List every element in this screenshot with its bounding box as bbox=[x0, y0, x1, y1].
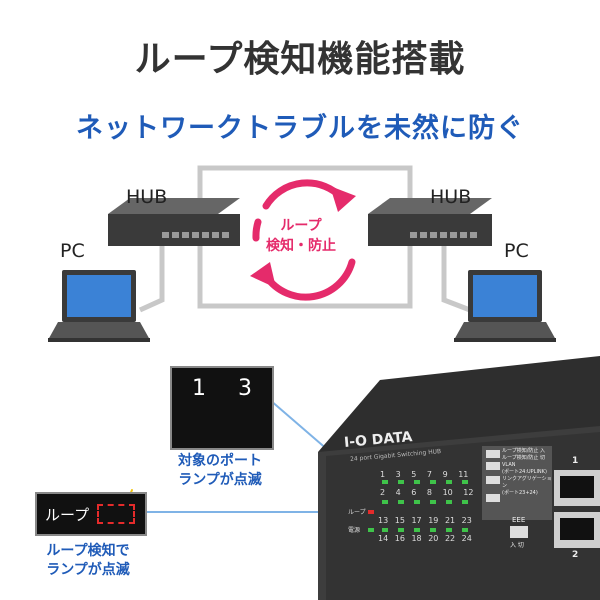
led-number: 19 bbox=[428, 516, 439, 525]
led-number: 23 bbox=[461, 516, 472, 525]
cable-loop bbox=[138, 165, 471, 313]
hub-left-label: HUB bbox=[126, 186, 168, 208]
led-number: 11 bbox=[458, 470, 469, 479]
led-number: 8 bbox=[426, 488, 433, 497]
switch-label: リンクアグリゲーション bbox=[502, 476, 552, 489]
page-subtitle: ネットワークトラブルを未然に防ぐ bbox=[76, 113, 524, 144]
hub-right-label: HUB bbox=[430, 186, 472, 208]
pc-right-icon bbox=[454, 270, 556, 342]
port-caption-line2: ランプが点滅 bbox=[178, 472, 262, 488]
power-led-label: 電源 bbox=[348, 527, 361, 534]
led-number: 22 bbox=[444, 534, 456, 543]
loop-led-label: ループ bbox=[348, 509, 366, 516]
jack-number-top: 1 bbox=[572, 456, 579, 466]
led-number: 18 bbox=[411, 534, 422, 543]
led-number: 3 bbox=[395, 470, 401, 479]
led-row-mid: 2 4 6 8 10 12 bbox=[380, 488, 473, 497]
led-number: 1 bbox=[380, 470, 386, 479]
switch-label: (ポート23+24) bbox=[502, 490, 538, 496]
led-number: 12 bbox=[463, 488, 474, 497]
pc-left-label: PC bbox=[60, 240, 85, 262]
led-number: 14 bbox=[378, 534, 389, 543]
port-caption-line1: 対象のポート bbox=[178, 453, 262, 469]
switch-labels: ループ検知/防止 入 ループ検知/防止 切 VLAN (ポート24:UPLINK… bbox=[502, 448, 552, 497]
port-number-a: 1 bbox=[192, 376, 206, 401]
port-blink-caption: 対象のポート ランプが点滅 bbox=[160, 452, 280, 490]
jack-number-bottom: 2 bbox=[572, 550, 579, 560]
led-number: 20 bbox=[428, 534, 439, 543]
hub-right-icon bbox=[368, 198, 492, 246]
led-number: 9 bbox=[442, 470, 448, 479]
hub-left-icon bbox=[108, 198, 240, 246]
led-row-bottom2: 14 16 18 20 22 24 bbox=[378, 534, 472, 543]
eee-label: EEE bbox=[512, 516, 526, 524]
led-number: 4 bbox=[395, 488, 401, 497]
switch-label: VLAN bbox=[502, 462, 516, 468]
switch-label: (ポート24:UPLINK) bbox=[502, 469, 547, 475]
led-row-top: 1 3 5 7 9 11 bbox=[380, 470, 468, 479]
led-number: 7 bbox=[426, 470, 433, 479]
loop-lamp-indicator bbox=[97, 504, 135, 524]
switch-device-image bbox=[318, 356, 600, 600]
led-number: 10 bbox=[442, 488, 453, 497]
led-number: 13 bbox=[378, 516, 389, 525]
pc-left-icon bbox=[48, 270, 150, 342]
led-number: 6 bbox=[411, 488, 417, 497]
page-title: ループ検知機能搭載 bbox=[134, 39, 466, 80]
led-number: 17 bbox=[411, 516, 422, 525]
led-number: 15 bbox=[394, 516, 405, 525]
loop-lamp-label: ループ bbox=[45, 506, 90, 524]
led-number: 21 bbox=[444, 516, 456, 525]
loop-blink-caption: ループ検知で ランプが点滅 bbox=[28, 542, 148, 580]
led-number: 16 bbox=[394, 534, 405, 543]
led-row-bottom1: 13 15 17 19 21 23 bbox=[378, 516, 472, 525]
port-zoom-box: 1 3 bbox=[170, 366, 274, 450]
pc-right-label: PC bbox=[504, 240, 529, 262]
loop-caption-line2: ランプが点滅 bbox=[46, 562, 130, 578]
led-number: 2 bbox=[380, 488, 386, 497]
led-number: 5 bbox=[411, 470, 417, 479]
loop-line1: ループ bbox=[280, 218, 322, 234]
led-number: 24 bbox=[461, 534, 472, 543]
loop-zoom-box: ループ bbox=[35, 492, 147, 536]
port-number-b: 3 bbox=[238, 376, 252, 401]
switch-label: ループ検知/防止 切 bbox=[502, 455, 545, 461]
loop-detect-label: ループ 検知・防止 bbox=[258, 216, 344, 256]
loop-line2: 検知・防止 bbox=[266, 238, 336, 254]
eee-state-label: 入 切 bbox=[510, 542, 524, 549]
loop-caption-line1: ループ検知で bbox=[46, 543, 130, 559]
switch-label: ループ検知/防止 入 bbox=[502, 448, 545, 454]
